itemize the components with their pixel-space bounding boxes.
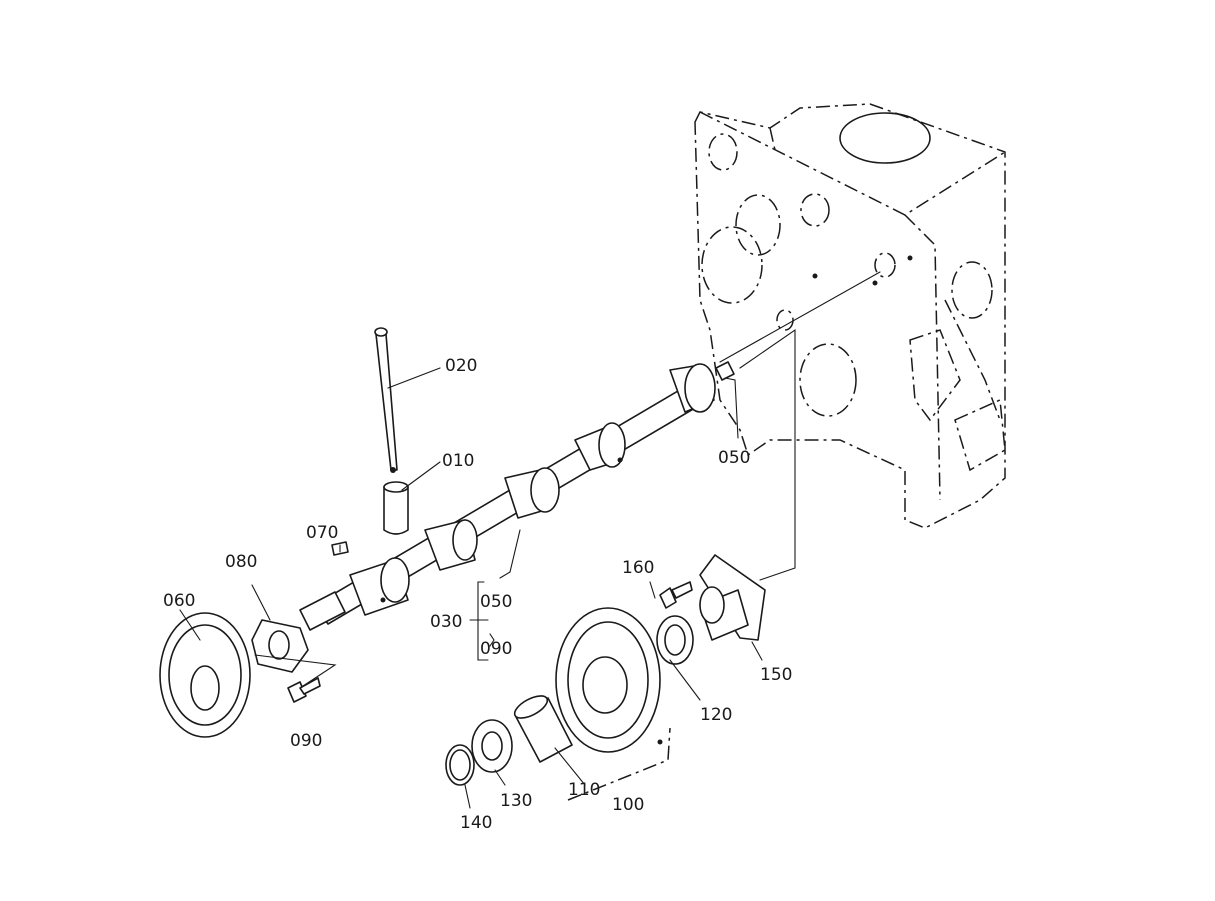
label-050-right: 050 <box>718 448 750 468</box>
label-090-bracket: 090 <box>480 639 512 659</box>
bushing <box>513 695 573 763</box>
label-030: 030 <box>430 612 462 632</box>
label-090-bolt: 090 <box>290 731 322 751</box>
tappet <box>383 481 409 535</box>
snap-ring <box>445 744 475 786</box>
label-060: 060 <box>163 591 195 611</box>
plug <box>715 361 735 381</box>
leader-lines <box>179 271 881 809</box>
label-160: 160 <box>622 558 654 578</box>
idle-gear-shaft <box>699 554 766 641</box>
thrust-washer <box>471 719 513 773</box>
label-050-bracket: 050 <box>480 592 512 612</box>
label-010: 010 <box>442 451 474 471</box>
label-020: 020 <box>445 356 477 376</box>
label-070: 070 <box>306 523 338 543</box>
shaft-bolt <box>659 581 693 609</box>
engine-block <box>694 103 1006 529</box>
label-140: 140 <box>460 813 492 833</box>
thrust-plate <box>251 619 309 673</box>
label-120: 120 <box>700 705 732 725</box>
push-rod <box>374 327 398 473</box>
plate-bolt <box>287 677 321 703</box>
label-150: 150 <box>760 665 792 685</box>
cam-gear <box>159 612 263 738</box>
camshaft <box>299 363 716 631</box>
collar <box>656 615 694 665</box>
label-100: 100 <box>612 795 644 815</box>
part-labels: 020 010 050 070 080 060 050 030 090 090 … <box>163 356 792 833</box>
label-110: 110 <box>568 780 600 800</box>
label-080: 080 <box>225 552 257 572</box>
label-130: 130 <box>500 791 532 811</box>
idle-gear <box>555 607 663 753</box>
